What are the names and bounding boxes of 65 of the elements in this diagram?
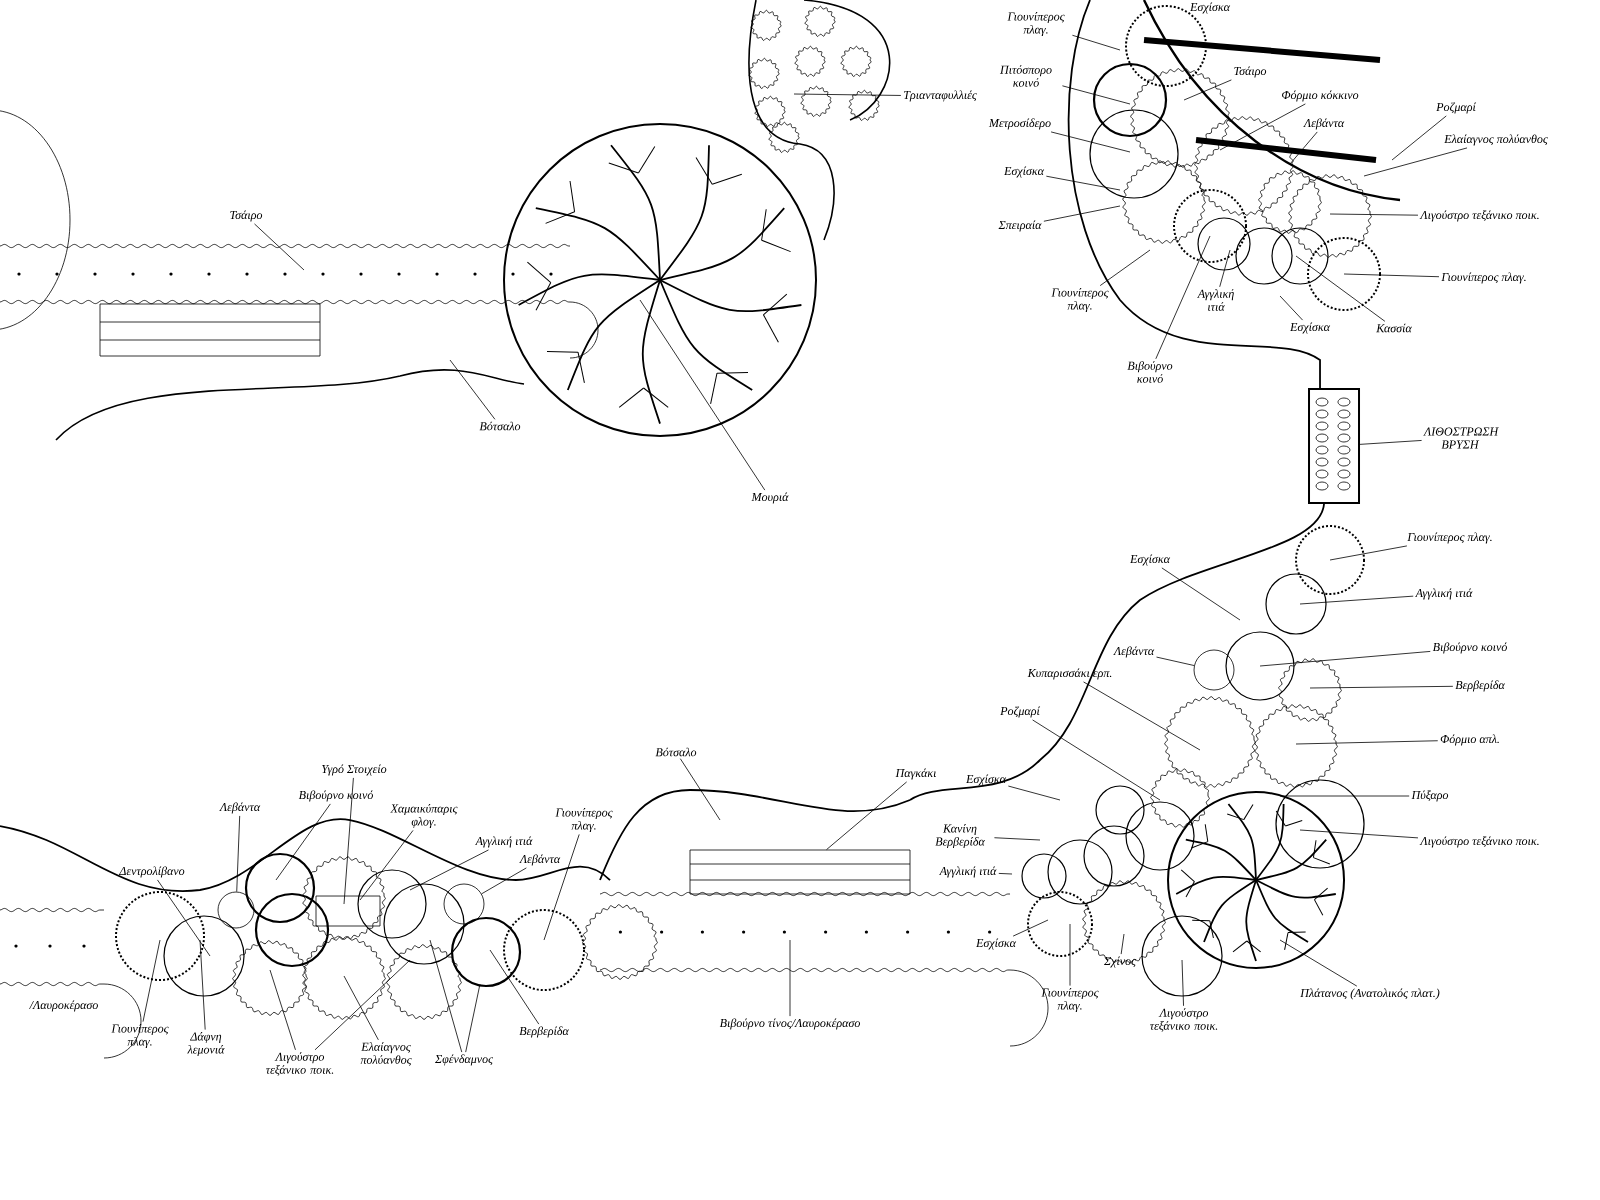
leader-line (1259, 651, 1431, 667)
leader-line (1045, 175, 1121, 191)
leader-line (314, 959, 411, 1051)
shrub-drawing (1193, 649, 1235, 691)
leader-line (481, 867, 527, 895)
leader-line (142, 939, 161, 1022)
leader-line (1309, 685, 1454, 689)
leader-line (998, 873, 1013, 875)
leader-line (793, 93, 902, 96)
leader-line (275, 803, 331, 881)
leader-line (343, 777, 354, 905)
leader-line (1289, 131, 1318, 165)
leader-line (429, 939, 463, 1053)
leader-line (1043, 205, 1121, 222)
leader-line (1295, 255, 1386, 322)
leader-line (1155, 235, 1211, 360)
leader-line (1299, 829, 1419, 839)
leader-line (1329, 213, 1419, 216)
leader-line (1329, 545, 1408, 561)
leader-line (994, 837, 1041, 841)
fountain-drawing (1308, 388, 1360, 504)
leader-line (1072, 34, 1121, 51)
leader-line (1007, 785, 1061, 801)
leader-line (1062, 85, 1131, 105)
leader-line (1083, 681, 1201, 751)
leader-line (826, 781, 908, 850)
leader-line (1032, 719, 1161, 801)
leader-line (1343, 273, 1440, 278)
leader-line (1161, 567, 1241, 621)
leader-line (359, 830, 414, 901)
leader-line (1219, 249, 1231, 288)
leader-line (199, 939, 206, 1030)
leader-line (1279, 939, 1358, 987)
leader-line (409, 849, 489, 891)
leader-line (639, 299, 766, 491)
shrub-drawing (217, 891, 255, 929)
leader-line (679, 758, 721, 821)
leader-line (1279, 795, 1410, 797)
leader-line (465, 983, 481, 1053)
leader-line (1279, 295, 1303, 321)
bench-drawing (689, 849, 911, 895)
leader-line (449, 359, 496, 420)
leader-line (1363, 147, 1468, 177)
leader-line (1299, 595, 1414, 605)
leader-line (1295, 740, 1439, 745)
leader-line (1012, 919, 1049, 937)
leader-line (1391, 115, 1447, 161)
leader-line (1050, 131, 1131, 153)
leader-line (269, 969, 296, 1051)
leader-line (1120, 933, 1125, 955)
leader-line (157, 879, 211, 957)
shrub-drawing (443, 883, 485, 925)
leader-line (1359, 440, 1422, 445)
leader-line (1181, 959, 1184, 1007)
leader-line (236, 815, 241, 893)
leader-line (789, 939, 791, 1017)
leader-line (543, 834, 580, 941)
leader-line (1156, 656, 1195, 666)
leader-line (1069, 923, 1071, 986)
leader-line (343, 975, 379, 1041)
leader-line (254, 223, 305, 271)
leader-line (489, 949, 540, 1025)
leader-line (1099, 249, 1151, 286)
leader-line (1183, 79, 1232, 101)
leader-line (1219, 103, 1306, 151)
